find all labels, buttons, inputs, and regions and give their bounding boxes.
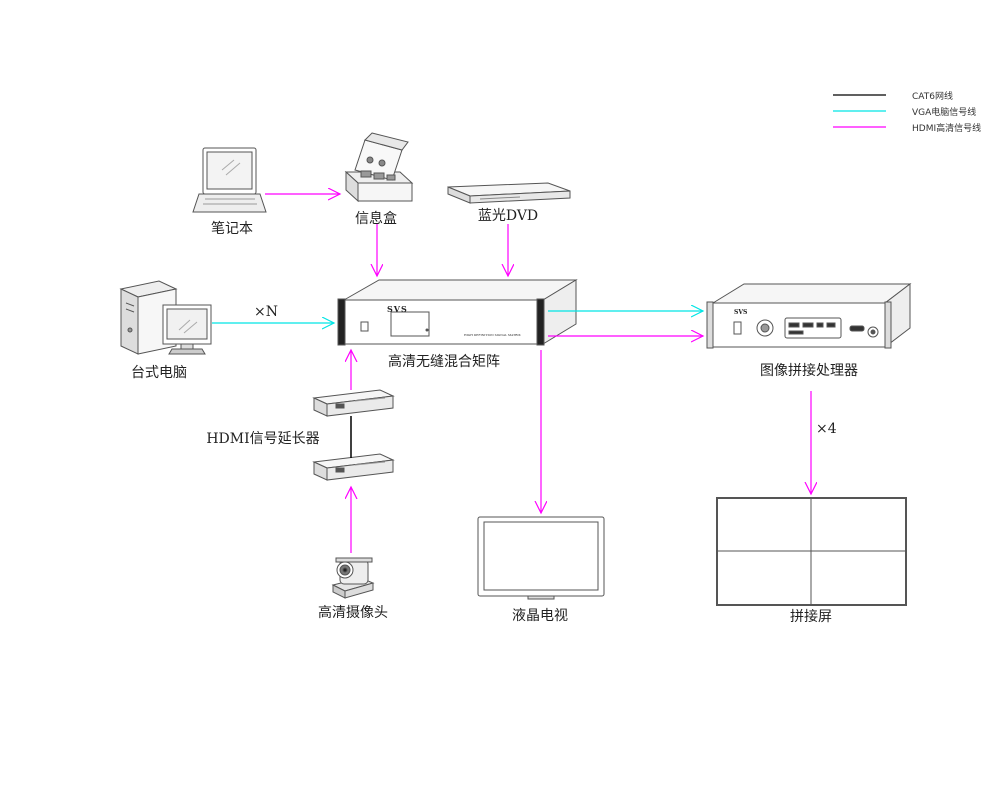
desktop-multiplier: ×N: [254, 304, 278, 320]
info-box-label: 信息盒: [355, 211, 397, 227]
hdmi-extender-receiver-icon: [312, 453, 395, 481]
lcd-tv-label: 液晶电视: [512, 608, 568, 624]
splice-screen-label: 拼接屏: [790, 609, 832, 625]
laptop-icon: [192, 147, 267, 213]
image-splicing-processor-device: [706, 282, 912, 349]
processor-label: 图像拼接处理器: [760, 363, 858, 379]
processor-brand-label: SVS: [734, 309, 748, 316]
lcd-tv-icon: [477, 516, 605, 600]
matrix-brand-label: SVS: [387, 304, 408, 314]
info-box-icon: [344, 132, 414, 203]
legend-label-hdmi: HDMI高清信号线: [912, 124, 982, 134]
desktop-label: 台式电脑: [131, 365, 187, 381]
bluray-player-icon: [447, 182, 571, 204]
bluray-label: 蓝光DVD: [477, 208, 539, 224]
matrix-label: 高清无缝混合矩阵: [388, 354, 500, 370]
hd-camera-icon: [331, 557, 375, 599]
camera-label: 高清摄像头: [318, 605, 388, 621]
screen-multiplier: ×4: [816, 421, 837, 437]
hd-matrix-device: [337, 279, 578, 346]
hdmi-extender-transmitter-icon: [312, 389, 395, 417]
desktop-computer-icon: [119, 280, 212, 355]
matrix-model-label: HIGH DEFINITION SIGNAL MATRIX: [464, 333, 521, 337]
legend-label-vga: VGA电脑信号线: [912, 108, 977, 118]
legend-label-cat6: CAT6网线: [912, 92, 953, 102]
splicing-screen-wall: [716, 497, 907, 606]
extender-label: HDMI信号延长器: [206, 431, 320, 447]
laptop-label: 笔记本: [211, 221, 253, 237]
